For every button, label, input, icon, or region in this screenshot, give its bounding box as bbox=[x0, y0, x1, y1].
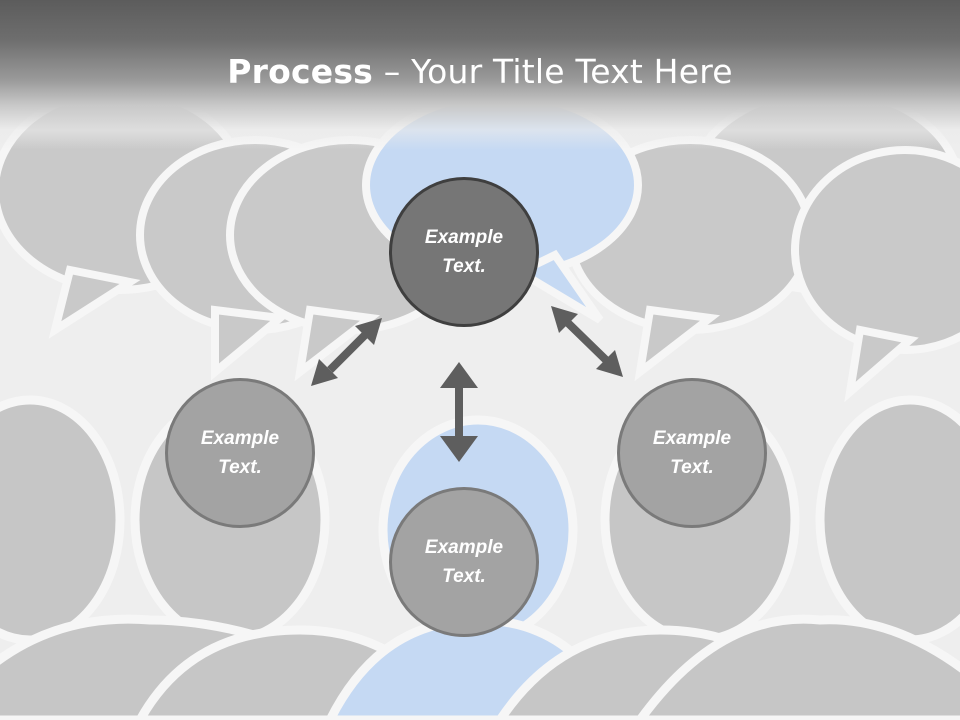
node-label: Example Text. bbox=[652, 428, 732, 478]
process-node-left: Example Text. bbox=[165, 378, 315, 528]
title-rest: – Your Title Text Here bbox=[373, 52, 733, 91]
speech-bubble-tail bbox=[211, 305, 290, 381]
speech-bubble-tail bbox=[844, 325, 919, 403]
double-arrow-icon bbox=[565, 320, 609, 363]
process-node-right: Example Text. bbox=[617, 378, 767, 528]
arrowhead bbox=[440, 436, 478, 462]
node-label: Example Text. bbox=[424, 227, 504, 277]
page-title: Process – Your Title Text Here bbox=[0, 52, 960, 91]
arrowhead bbox=[311, 359, 338, 386]
speech-bubble-tail bbox=[48, 265, 141, 339]
person-body bbox=[634, 614, 960, 720]
process-node-top: Example Text. bbox=[389, 177, 539, 327]
node-label: Example Text. bbox=[200, 428, 280, 478]
arrowhead bbox=[355, 318, 382, 345]
speech-bubble-tail bbox=[634, 305, 721, 382]
arrowhead bbox=[596, 350, 623, 377]
node-label: Example Text. bbox=[424, 537, 504, 587]
process-node-bottom: Example Text. bbox=[389, 487, 539, 637]
arrowhead bbox=[440, 362, 478, 388]
speech-bubble-icon bbox=[791, 146, 960, 354]
title-bold: Process bbox=[227, 52, 374, 91]
arrowhead bbox=[551, 306, 578, 333]
title-bar bbox=[0, 0, 960, 150]
speech-bubble-tail bbox=[294, 305, 381, 382]
double-arrow-icon bbox=[327, 332, 368, 373]
